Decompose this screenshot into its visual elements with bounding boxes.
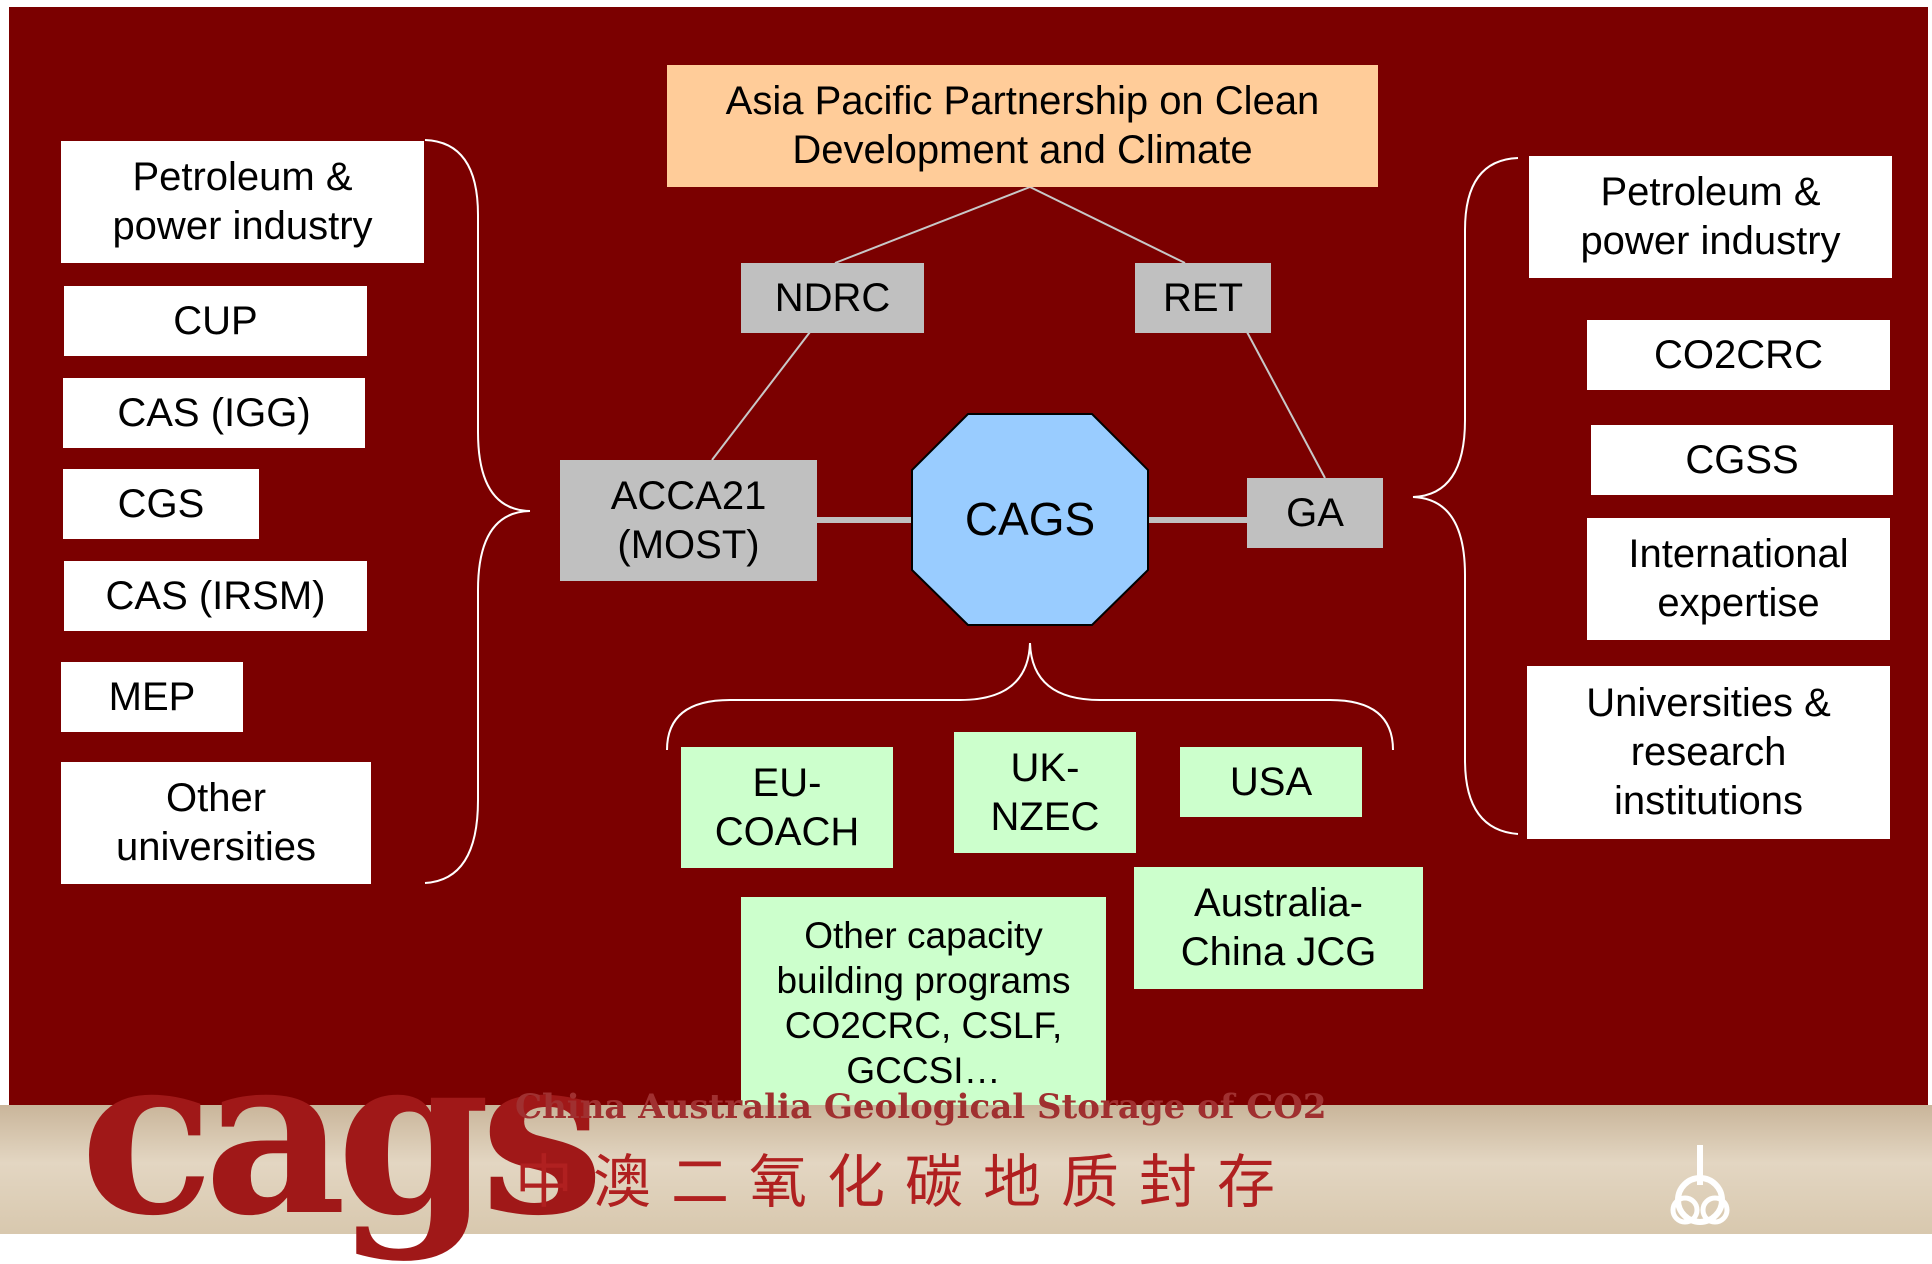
- right-item-label: International expertise: [1628, 532, 1849, 625]
- cags-octagon: [911, 413, 1149, 626]
- line-top-ndrc: [834, 186, 1031, 264]
- left-item-mep: MEP: [61, 662, 243, 732]
- acca21-box: ACCA21 (MOST): [560, 460, 817, 581]
- left-item-cgs: CGS: [63, 469, 259, 539]
- right-item-cgss: CGSS: [1591, 425, 1893, 495]
- program-australia-china-jcg: Australia-China JCG: [1134, 867, 1423, 989]
- left-item-label: CGS: [117, 481, 205, 526]
- program-label: UK-NZEC: [990, 745, 1100, 839]
- left-brace: [424, 139, 531, 884]
- left-item-other-universities: Other universities: [61, 762, 371, 884]
- cags-logo: cags: [80, 1005, 604, 1264]
- right-item-petroleum: Petroleum & power industry: [1529, 156, 1892, 278]
- ret-box: RET: [1135, 263, 1271, 333]
- left-item-label: Other universities: [115, 776, 317, 869]
- right-brace: [1412, 157, 1519, 835]
- right-item-label: CGSS: [1685, 437, 1799, 482]
- program-usa: USA: [1180, 747, 1362, 817]
- bottom-brace: [666, 642, 1394, 751]
- cags-label: CAGS: [964, 493, 1096, 546]
- left-item-label: CAS (IGG): [117, 390, 311, 435]
- left-item-cas-irsm: CAS (IRSM): [64, 561, 367, 631]
- connector-lines: [424, 139, 1519, 884]
- footer-banner: cags China Australia Geological Storage …: [0, 1025, 1932, 1245]
- ga-box: GA: [1247, 478, 1383, 548]
- right-item-universities: Universities & research institutions: [1527, 666, 1890, 839]
- cags-center: CAGS: [912, 414, 1148, 625]
- left-item-label: MEP: [108, 674, 196, 719]
- ndrc-box: NDRC: [741, 263, 924, 333]
- emblem-icon: [1670, 1145, 1730, 1225]
- left-item-label: CUP: [173, 298, 258, 343]
- program-eu-coach: EU-COACH: [681, 747, 893, 868]
- right-item-co2crc: CO2CRC: [1587, 320, 1890, 390]
- ga-label: GA: [1286, 490, 1344, 535]
- program-uk-nzec: UK-NZEC: [954, 732, 1136, 853]
- right-item-label: Universities & research institutions: [1586, 681, 1831, 823]
- acca21-label: ACCA21 (MOST): [610, 473, 767, 567]
- line-ndrc-acca: [711, 331, 811, 461]
- ret-label: RET: [1163, 275, 1243, 320]
- program-label: EU-COACH: [714, 760, 860, 854]
- program-label: USA: [1229, 759, 1313, 804]
- program-other-capacity: Other capacity building programs CO2CRC,…: [741, 897, 1106, 1109]
- line-top-ret: [1029, 186, 1186, 264]
- footer-subtitle-cn: 中澳二氧化碳地质封存: [515, 1148, 1296, 1216]
- program-label: Other capacity building programs CO2CRC,…: [776, 914, 1071, 1092]
- ndrc-label: NDRC: [774, 275, 891, 320]
- line-ret-ga: [1246, 331, 1326, 479]
- partnership-box: Asia Pacific Partnership on Clean Develo…: [667, 65, 1378, 187]
- right-item-international-expertise: International expertise: [1587, 518, 1890, 640]
- left-item-cas-igg: CAS (IGG): [63, 378, 365, 448]
- left-item-petroleum: Petroleum & power industry: [61, 141, 424, 263]
- right-item-label: CO2CRC: [1654, 332, 1823, 377]
- left-item-label: Petroleum & power industry: [112, 155, 373, 248]
- partnership-label: Asia Pacific Partnership on Clean Develo…: [725, 79, 1320, 172]
- left-item-label: CAS (IRSM): [105, 573, 326, 618]
- program-label: Australia-China JCG: [1180, 881, 1377, 974]
- right-item-label: Petroleum & power industry: [1580, 170, 1841, 263]
- left-item-cup: CUP: [64, 286, 367, 356]
- footer-subtitle-en: China Australia Geological Storage of CO…: [515, 1087, 1327, 1127]
